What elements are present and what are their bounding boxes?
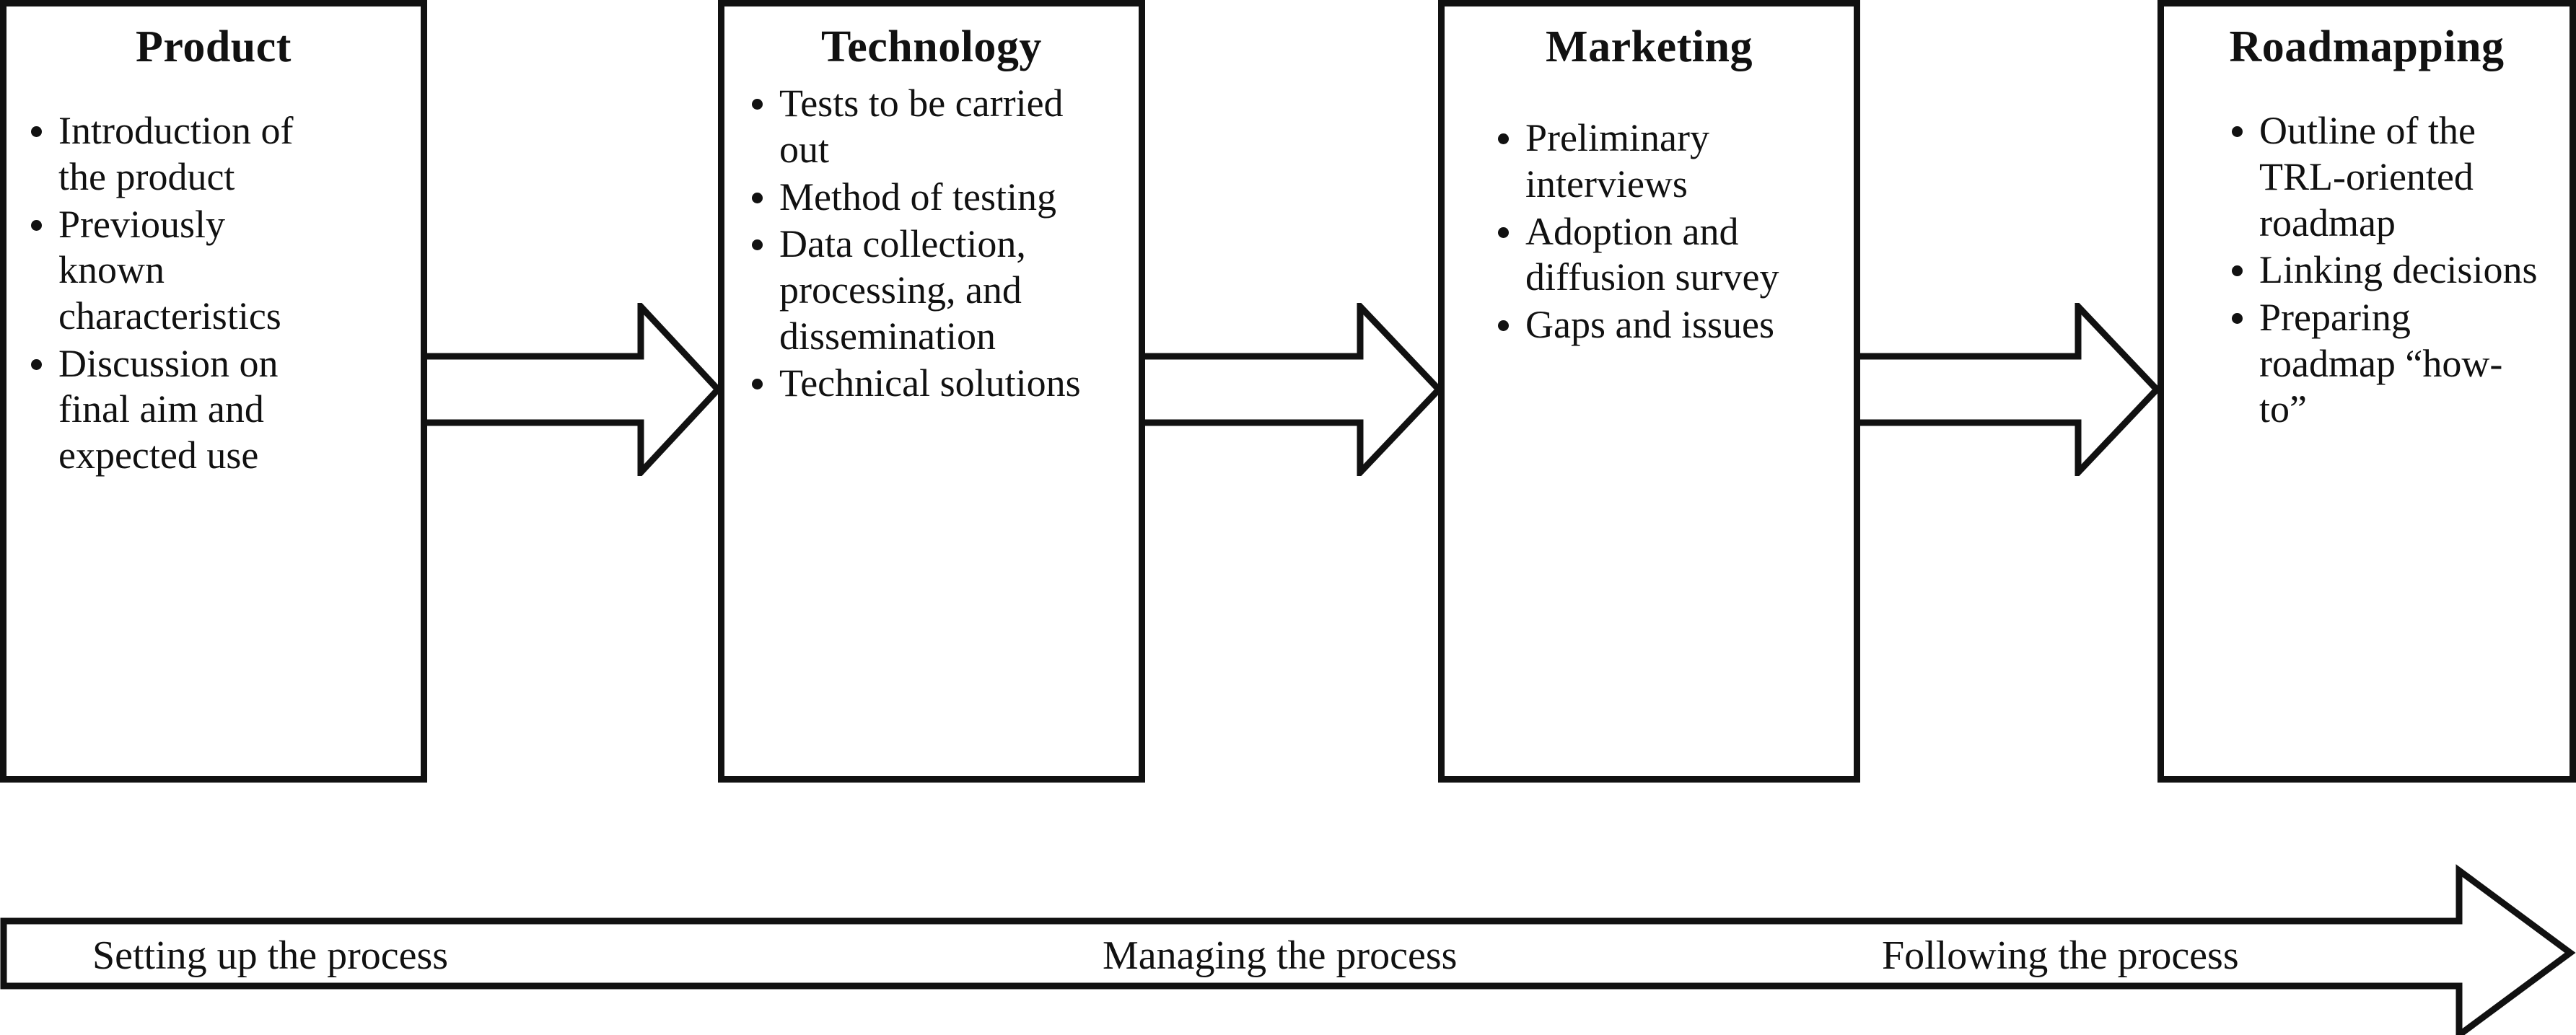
list-item: Adoption and diffusion survey [1494,209,1811,301]
list-item: Data collection, processing, and dissemi… [748,221,1108,359]
list-item: Technical solutions [748,361,1108,407]
list-item: Gaps and issues [1494,302,1811,348]
stage-title-marketing: Marketing [1546,22,1753,71]
stage-box-technology[interactable]: Technology Tests to be carried out Metho… [718,0,1145,783]
right-arrow-icon [1139,298,1444,481]
stage-title-technology: Technology [821,22,1042,71]
long-right-arrow-icon [0,864,2576,1035]
process-label-following: Following the process [1882,933,2239,978]
stage-bullet-list-marketing: Preliminary interviews Adoption and diff… [1494,115,1811,348]
stage-box-marketing[interactable]: Marketing Preliminary interviews Adoptio… [1438,0,1860,783]
list-item: Previously known characteristics [27,202,330,340]
bullet-text: Technical solutions [779,361,1081,405]
list-item: Preliminary interviews [1494,115,1811,207]
right-arrow-icon [1857,298,2162,481]
bullet-text: Discussion on final aim and expected use [58,341,279,477]
connector-technology-marketing [1139,298,1444,481]
bullet-text: Introduction of the product [58,109,294,198]
process-label-managing: Managing the process [1103,933,1458,978]
bullet-text: Preparing roadmap “how-to” [2259,295,2503,431]
list-item: Method of testing [748,175,1108,221]
stage-bullet-list-product: Introduction of the product Previously k… [27,108,330,479]
stage-bullet-list-technology: Tests to be carried out Method of testin… [748,81,1108,407]
bullet-text: Preliminary interviews [1525,116,1709,206]
bullet-text: Data collection, processing, and dissemi… [779,222,1026,358]
bullet-text: Previously known characteristics [58,202,281,338]
list-item: Linking decisions [2227,247,2538,294]
list-item: Outline of the TRL-oriented roadmap [2227,108,2538,246]
bullet-text: Adoption and diffusion survey [1525,209,1779,299]
stage-box-product[interactable]: Product Introduction of the product Prev… [0,0,427,783]
stage-title-product: Product [136,22,292,71]
list-item: Introduction of the product [27,108,330,200]
list-item: Discussion on final aim and expected use [27,341,330,479]
bullet-text: Tests to be carried out [779,82,1064,171]
stage-title-roadmapping: Roadmapping [2229,22,2505,71]
bullet-text: Linking decisions [2259,248,2538,292]
list-item: Preparing roadmap “how-to” [2227,295,2538,433]
stage-box-roadmapping[interactable]: Roadmapping Outline of the TRL-oriented … [2157,0,2576,783]
connector-product-technology [421,298,723,481]
bullet-text: Method of testing [779,175,1056,219]
list-item: Tests to be carried out [748,81,1108,172]
process-label-setting-up: Setting up the process [92,933,449,978]
bullet-text: Gaps and issues [1525,302,1774,346]
connector-marketing-roadmapping [1857,298,2162,481]
bullet-text: Outline of the TRL-oriented roadmap [2259,109,2476,245]
process-timeline-arrow [0,862,2576,1035]
stage-bullet-list-roadmapping: Outline of the TRL-oriented roadmap Link… [2227,108,2538,433]
right-arrow-icon [421,298,723,481]
